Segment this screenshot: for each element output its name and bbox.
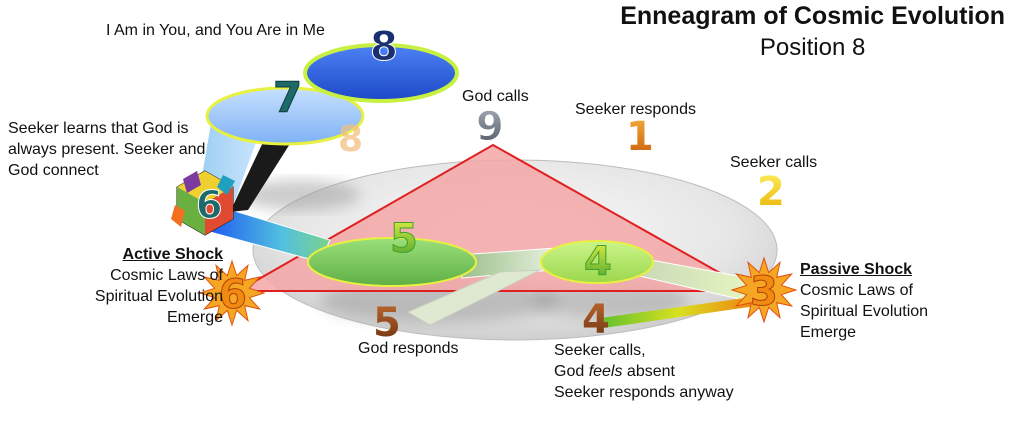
burst-star-icon — [198, 259, 266, 327]
label-fragment: God — [554, 363, 589, 380]
label-line: God connect — [8, 162, 99, 179]
numeral-4-disc: 4 — [584, 239, 612, 285]
ramp-yellow-3 — [600, 297, 756, 328]
active-shock-heading: Active Shock — [122, 246, 223, 263]
numeral-7: 7 — [273, 73, 302, 122]
label-line: Spiritual Evolution — [800, 303, 929, 320]
label-line: always present. Seeker and — [8, 141, 206, 158]
label-line: God feels absent — [554, 361, 734, 382]
numeral-5-rim: 5 — [373, 300, 401, 346]
label-fragment: absent — [622, 363, 675, 380]
numeral-9: 9 — [476, 104, 504, 150]
label-seeker-calls: Seeker calls — [730, 154, 818, 171]
label-line: Spiritual Evolution — [94, 288, 223, 305]
label-passive-shock: Passive Shock Cosmic Laws of Spiritual E… — [800, 259, 928, 343]
label-god-calls: God calls — [462, 88, 529, 105]
numeral-6-cube: 6 — [196, 183, 222, 227]
label-line: Seeker calls, — [554, 342, 646, 359]
label-line: Emerge — [166, 309, 223, 326]
colored-cube-icon — [171, 170, 235, 236]
ramp-down-4 — [406, 269, 541, 326]
label-line: Emerge — [800, 324, 857, 341]
label-line: Cosmic Laws of — [800, 282, 913, 299]
page-subtitle: Position 8 — [759, 34, 866, 61]
disc-4 — [540, 240, 654, 284]
burst-star-icon — [730, 256, 798, 324]
page-title: Enneagram of Cosmic Evolution — [620, 2, 1005, 30]
label-god-responds: God responds — [358, 340, 459, 357]
label-line: Seeker responds anyway — [554, 384, 734, 401]
label-emphasis: feels — [588, 363, 623, 380]
disc-8 — [303, 43, 459, 103]
numeral-2: 2 — [757, 169, 785, 215]
numeral-3: 3 — [750, 269, 778, 315]
numeral-8-ghost: 8 — [338, 119, 363, 160]
passive-shock-heading: Passive Shock — [800, 261, 913, 278]
disc-5 — [307, 237, 477, 287]
label-line: Cosmic Laws of — [110, 267, 223, 284]
label-seeker-responds: Seeker responds — [575, 101, 696, 118]
label-top-quote: I Am in You, and You Are in Me — [106, 22, 325, 39]
title-block: Enneagram of Cosmic Evolution Position 8 — [620, 0, 1005, 64]
numeral-1: 1 — [626, 114, 654, 160]
numeral-6-star: 6 — [219, 272, 247, 318]
ray-6-to-7 — [230, 128, 300, 212]
label-seeker-calls-absent: Seeker calls, God feels absent Seeker re… — [554, 340, 734, 403]
numeral-5-disc: 5 — [390, 216, 418, 262]
disc-7 — [205, 86, 365, 146]
label-line: Seeker learns that God is — [8, 120, 189, 137]
label-seeker-learns: Seeker learns that God is always present… — [8, 118, 205, 181]
numeral-4-rim: 4 — [582, 297, 610, 343]
numeral-8-disc: 8 — [370, 24, 398, 70]
label-active-shock: Active Shock Cosmic Laws of Spiritual Ev… — [95, 244, 223, 328]
shadow — [240, 180, 360, 210]
